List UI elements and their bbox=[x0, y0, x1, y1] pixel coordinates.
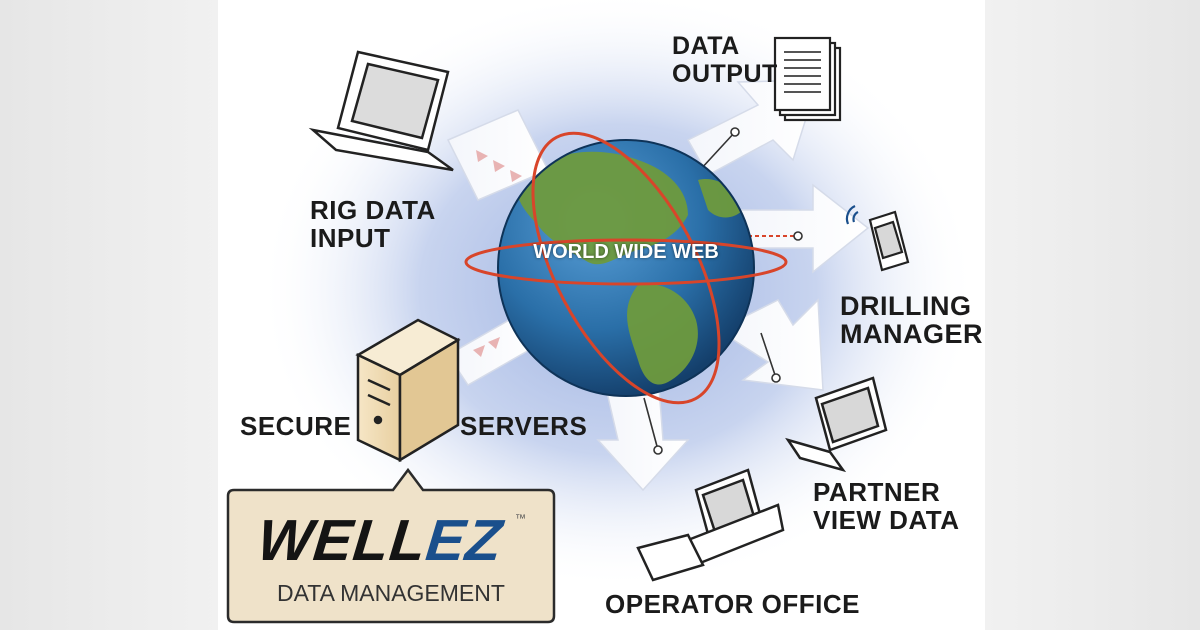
globe-icon bbox=[497, 139, 755, 397]
logo-word-ez: EZ bbox=[422, 508, 506, 573]
trademark-mark: ™ bbox=[515, 513, 526, 525]
desktop-computer-icon bbox=[636, 468, 785, 582]
network-diagram bbox=[226, 0, 978, 624]
label-operator-office: OPERATOR OFFICE bbox=[605, 589, 860, 619]
arrow-partner-view bbox=[716, 298, 824, 391]
diagram-panel: WORLD WIDE WEB DATA OUTPUT RIG DATA INPU… bbox=[218, 0, 985, 630]
partner-laptop-icon bbox=[785, 376, 888, 473]
logo-callout bbox=[226, 467, 556, 624]
server-icon bbox=[355, 318, 461, 463]
document-stack-icon bbox=[773, 36, 842, 122]
label-servers: SERVERS bbox=[460, 411, 588, 441]
label-drilling-manager: DRILLING MANAGER bbox=[840, 291, 983, 349]
right-backdrop bbox=[985, 0, 1200, 630]
label-rig-data-input: RIG DATA INPUT bbox=[310, 195, 436, 253]
orbit-rings bbox=[464, 131, 788, 405]
pda-icon bbox=[845, 205, 910, 272]
label-data-output: DATA OUTPUT bbox=[672, 32, 778, 88]
left-backdrop bbox=[0, 0, 218, 630]
wellez-logo: WELLEZ bbox=[254, 508, 506, 573]
logo-word-well: WELL bbox=[254, 508, 430, 573]
label-secure: SECURE bbox=[240, 411, 352, 441]
rig-laptop-icon bbox=[308, 50, 454, 172]
globe-label: WORLD WIDE WEB bbox=[533, 241, 719, 263]
label-partner-view-data: PARTNER VIEW DATA bbox=[813, 477, 960, 535]
logo-subtitle: DATA MANAGEMENT bbox=[277, 580, 505, 606]
